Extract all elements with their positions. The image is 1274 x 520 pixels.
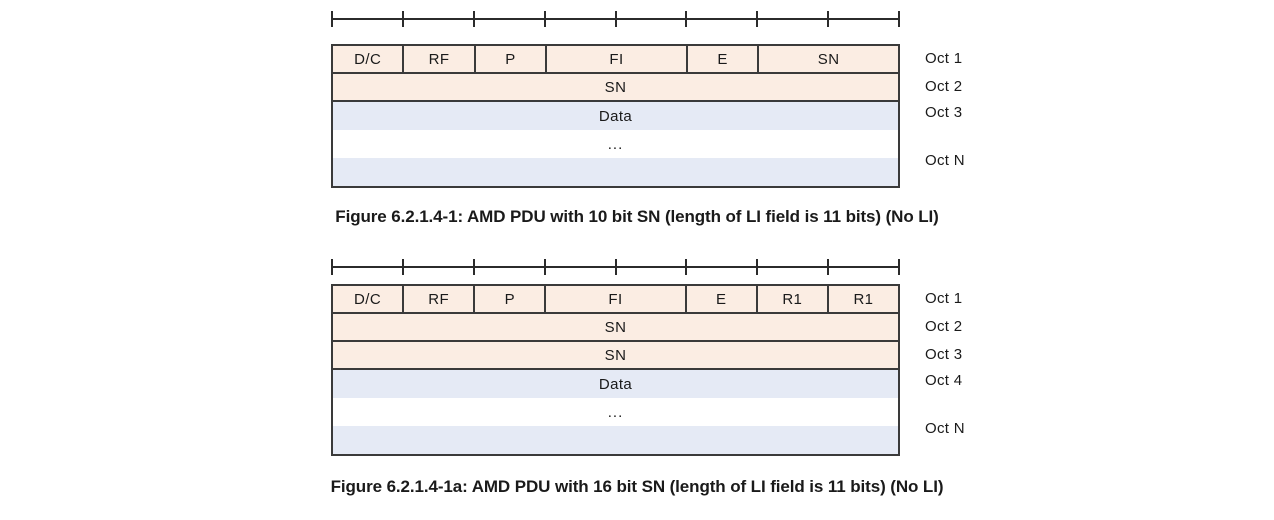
pdu-row-data-last: [333, 426, 898, 454]
pdu-row-data-last: [333, 158, 898, 186]
field-r1-second: R1: [826, 286, 898, 312]
field-rf: RF: [402, 46, 473, 72]
field-sn: SN: [757, 46, 898, 72]
ruler-tick: [614, 11, 617, 27]
pdu-row-sn-second: SN: [333, 342, 898, 370]
octet-label-4: Oct 4: [925, 372, 963, 389]
ruler-tick: [401, 259, 404, 275]
ruler-tick: [756, 259, 759, 275]
field-data: Data: [598, 375, 633, 393]
field-dc: D/C: [354, 290, 382, 308]
octet-label-1: Oct 1: [925, 50, 963, 67]
ruler-tick: [685, 259, 688, 275]
pdu-row-data: Data: [333, 102, 898, 130]
field-fi: FI: [544, 286, 684, 312]
ruler-tick: [472, 259, 475, 275]
figure-caption: Figure 6.2.1.4-1a: AMD PDU with 16 bit S…: [330, 477, 944, 496]
pdu-row-sn: SN: [333, 74, 898, 102]
field-sn-continued: SN: [604, 78, 627, 96]
ruler-tick: [401, 11, 404, 27]
ruler-tick: [756, 11, 759, 27]
octet-label-3: Oct 3: [925, 104, 963, 121]
field-e: E: [685, 46, 757, 72]
bit-ruler: [331, 256, 900, 278]
pdu-header-row: D/C RF P FI E SN: [333, 46, 898, 74]
field-dc: D/C: [354, 50, 382, 68]
field-e: E: [684, 286, 756, 312]
ruler-tick: [543, 11, 546, 27]
field-fi: FI: [545, 46, 686, 72]
pdu-header-row: D/C RF P FI E R1 R1: [333, 286, 898, 314]
pdu-structure-table: D/C RF P FI E R1 R1 SN SN Data ...: [331, 284, 900, 456]
field-data: Data: [598, 107, 633, 125]
field-ellipsis: ...: [607, 135, 624, 153]
pdu-structure-table: D/C RF P FI E SN SN Data ...: [331, 44, 900, 188]
field-data-last: [333, 426, 898, 454]
octet-label-1: Oct 1: [925, 290, 963, 307]
octet-label-n: Oct N: [925, 420, 965, 437]
ruler-tick: [331, 259, 333, 275]
ruler-tick: [472, 11, 475, 27]
ruler-tick: [898, 11, 900, 27]
pdu-row-ellipsis: ...: [333, 130, 898, 158]
octet-label-2: Oct 2: [925, 318, 963, 335]
ruler-tick: [685, 11, 688, 27]
ruler-tick: [331, 11, 333, 27]
ruler-tick: [827, 11, 830, 27]
figure-caption: Figure 6.2.1.4-1: AMD PDU with 10 bit SN…: [335, 207, 939, 226]
pdu-row-data: Data: [333, 370, 898, 398]
field-ellipsis: ...: [607, 403, 624, 421]
field-sn-first: SN: [604, 318, 627, 336]
octet-label-n: Oct N: [925, 152, 965, 169]
octet-label-2: Oct 2: [925, 78, 963, 95]
octet-label-3: Oct 3: [925, 346, 963, 363]
ruler-tick: [827, 259, 830, 275]
bit-ruler: [331, 8, 900, 30]
field-r1-first: R1: [755, 286, 827, 312]
field-p: P: [473, 46, 545, 72]
field-rf: RF: [402, 286, 473, 312]
pdu-row-ellipsis: ...: [333, 398, 898, 426]
field-p: P: [473, 286, 544, 312]
ruler-tick: [614, 259, 617, 275]
ruler-tick: [898, 259, 900, 275]
pdu-row-sn-first: SN: [333, 314, 898, 342]
field-sn-second: SN: [604, 346, 627, 364]
ruler-tick: [543, 259, 546, 275]
field-data-last: [333, 158, 898, 186]
